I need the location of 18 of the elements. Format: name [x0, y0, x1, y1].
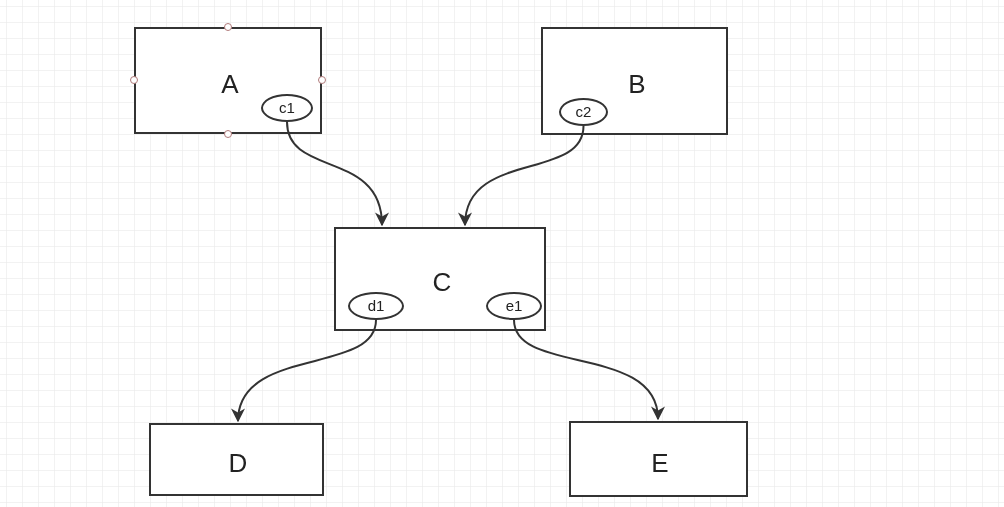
port-ellipse: d1 [348, 292, 404, 320]
component-box [541, 27, 728, 135]
component-box [149, 423, 324, 496]
box-label: D [228, 450, 248, 476]
component-box [569, 421, 748, 497]
curved-arrow [513, 319, 663, 421]
box-label: C [432, 269, 452, 295]
box-label: A [221, 71, 239, 97]
port-ellipse: e1 [486, 292, 542, 320]
curved-arrow [459, 125, 585, 227]
box-label: E [651, 450, 669, 476]
component-box [334, 227, 546, 331]
curved-arrow [286, 121, 388, 227]
port-ellipse: c1 [261, 94, 313, 122]
box-label: B [628, 71, 646, 97]
curved-arrow [233, 319, 377, 423]
port-ellipse: c2 [559, 98, 608, 126]
component-box [134, 27, 322, 134]
